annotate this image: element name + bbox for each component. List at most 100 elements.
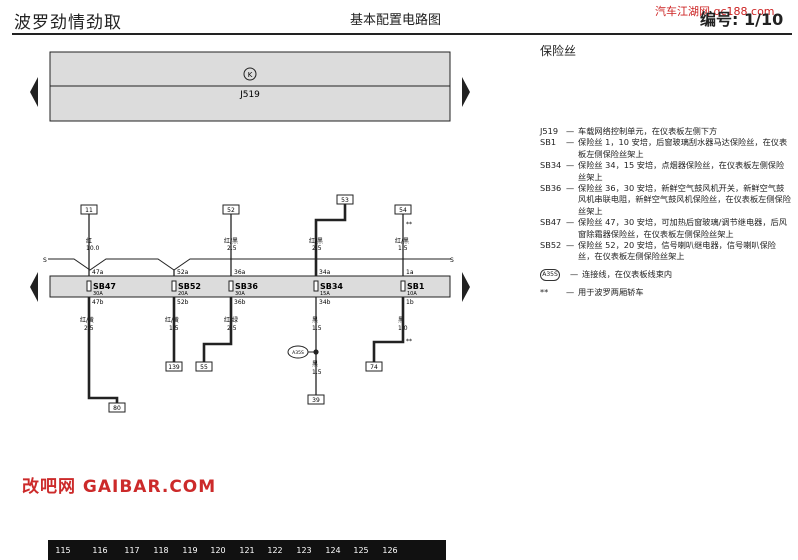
scale-number: 124 [325, 546, 341, 555]
wire-color: 红/黑 [395, 237, 409, 245]
wire [314, 204, 347, 276]
fuse-amp: 10A [407, 291, 417, 297]
bus-right-label: S [450, 257, 454, 264]
legend-code: SB52 [540, 240, 562, 251]
fuse-code: SB36 [235, 282, 258, 291]
connector-box [307, 394, 325, 405]
fuse-symbol [171, 280, 177, 292]
pin-label: 47a [92, 269, 104, 276]
legend-connector-symbol: A35S [540, 268, 560, 281]
wire-size: 1.5 [312, 325, 322, 332]
pin-label: 36b [234, 299, 246, 306]
pin-label: 34a [319, 269, 331, 276]
star-note: ** [406, 221, 412, 228]
legend-desc: 连接线，在仪表板线束内 [582, 268, 673, 279]
next-page-arrow[interactable] [462, 77, 470, 107]
fuse-code: SB34 [320, 282, 343, 291]
legend-dash: — [566, 137, 575, 148]
pin-label: 1a [406, 269, 414, 276]
pin-label: 34b [319, 299, 331, 306]
pin-label: 52a [177, 269, 189, 276]
fuse-amp: 20A [178, 291, 188, 297]
wire-color: 红/黑 [224, 237, 238, 245]
legend-item: SB52—保险丝 52，20 安培，信号喇叭继电器，信号喇叭保险丝，在仪表板左侧… [540, 240, 792, 263]
wire-size: 2.5 [312, 245, 322, 252]
wire-color: 黑 [312, 361, 318, 368]
diagram-title: 基本配置电路图 [350, 13, 442, 28]
wire [87, 297, 119, 403]
fuse-symbol [313, 280, 319, 292]
legend-code: SB47 [540, 217, 562, 228]
legend-symbol-item: A35S —连接线，在仪表板线束内 [540, 268, 792, 281]
legend-code: SB36 [540, 183, 562, 194]
wire [202, 297, 233, 362]
legend: J519—车载网络控制单元，在仪表板左侧下方 SB1—保险丝 1，10 安培，后… [540, 126, 792, 298]
wire-size: 1.5 [398, 245, 408, 252]
legend-item: SB47—保险丝 47，30 安培，可加热后窗玻璃/调节继电器，后风窗除霜器保险… [540, 217, 792, 240]
legend-desc: 保险丝 1，10 安培，后窗玻璃刮水器马达保险丝，在仪表板左侧保险丝架上 [578, 137, 788, 159]
wire-size: 2.5 [227, 245, 237, 252]
star-note: ** [406, 338, 412, 345]
bus-left-label: S [43, 257, 47, 264]
connector-label: 54 [399, 207, 407, 214]
module-k-label: K [248, 71, 253, 79]
legend-desc: 用于波罗两厢轿车 [578, 286, 644, 297]
connector-label: 55 [200, 364, 208, 371]
splice-dot [313, 349, 319, 355]
scale-number: 116 [92, 546, 108, 555]
wire-color: 黑 [398, 317, 404, 324]
fuse-symbol [228, 280, 234, 292]
wire-color: 红/黄 [80, 316, 94, 324]
scale-number: 122 [267, 546, 283, 555]
legend-dash: — [566, 126, 575, 136]
legend-item: SB34—保险丝 34，15 安培，点烟器保险丝，在仪表板左侧保险丝架上 [540, 160, 792, 183]
pin-label: 47b [92, 299, 104, 306]
module-id-label: J519 [239, 90, 260, 100]
wire-color: 红 [86, 237, 92, 245]
fuse-symbol [86, 280, 92, 292]
connector-label: 52 [227, 207, 235, 214]
page-scale-bar [48, 540, 446, 560]
fuse-sb36: 52 红/黑 2.5 36a SB36 30A 36b 红/绿 2.5 55 [195, 204, 258, 372]
legend-desc: 保险丝 34，15 安培，点烟器保险丝，在仪表板左侧保险丝架上 [578, 160, 785, 182]
scale-number: 120 [210, 546, 226, 555]
pin-label: 36a [234, 269, 246, 276]
connector-label: 74 [370, 364, 378, 371]
legend-item: SB1 —保险丝 1，10 安培，后窗玻璃刮水器马达保险丝，在仪表板左侧保险丝架上 [540, 137, 792, 160]
scale-number: 126 [382, 546, 398, 555]
header-rule [12, 33, 792, 35]
scale-number: 118 [153, 546, 169, 555]
wire-color: 黑 [312, 317, 318, 324]
connector-label: 11 [85, 207, 93, 214]
pin-label: 52b [177, 299, 189, 306]
prev-page-arrow[interactable] [30, 77, 38, 107]
fuse-panel [49, 275, 451, 298]
legend-item: SB36—保险丝 36，30 安培，新鲜空气鼓风机开关，新鲜空气鼓风机串联电阻，… [540, 183, 792, 217]
scale-number: 119 [182, 546, 198, 555]
legend-star-item: **—用于波罗两厢轿车 [540, 287, 792, 298]
legend-desc: 保险丝 47，30 安培，可加热后窗玻璃/调节继电器，后风窗除霜器保险丝，在仪表… [578, 217, 787, 239]
top-watermark: 汽车江湖网 qc188.com [655, 5, 775, 18]
right-panel-arrow [462, 272, 470, 302]
connector-label: 139 [168, 364, 180, 371]
wire-color: 红/黄 [165, 316, 179, 324]
fuse-code: SB52 [178, 282, 201, 291]
wire [372, 297, 405, 362]
scale-number: 125 [353, 546, 369, 555]
legend-code: SB1 [540, 137, 557, 148]
page-number: 编号: 1/10 [700, 10, 784, 29]
fuse-code: SB47 [93, 282, 116, 291]
bottom-watermark: 改吧网 GAIBAR.COM [22, 477, 217, 497]
pin-label: 1b [406, 299, 414, 306]
legend-dash: — [570, 268, 579, 279]
document-title: 波罗劲情劲取 [14, 13, 122, 33]
legend-code: ** [540, 286, 549, 297]
scale-number: 115 [55, 546, 71, 555]
scale-number: 123 [296, 546, 312, 555]
connector-a35s-label: A35S [292, 350, 304, 356]
fuse-amp: 15A [320, 291, 330, 297]
bus-line [48, 258, 451, 271]
wire-size: 1.5 [312, 369, 322, 376]
scale-number: 117 [124, 546, 140, 555]
